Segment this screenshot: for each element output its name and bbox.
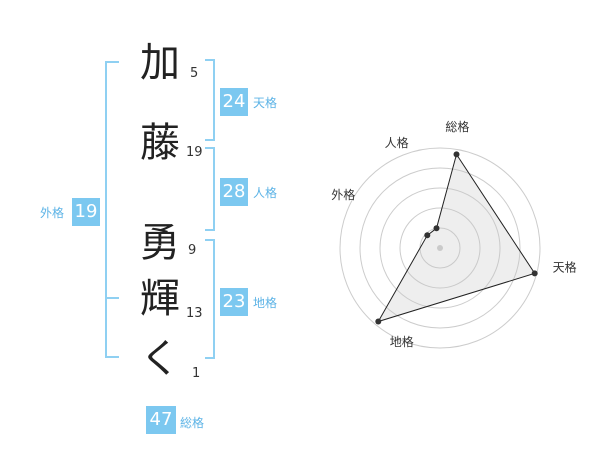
radar-axis-label: 人格 (385, 135, 409, 150)
radar-ring (339, 147, 541, 349)
soukaku-label: 総格 (180, 416, 205, 430)
radar-point (424, 232, 431, 239)
name-char-3: 勇 (140, 220, 180, 266)
radar-axis-label: 外格 (331, 187, 355, 202)
radar-center (437, 245, 443, 251)
gaikaku-label: 外格 (40, 206, 65, 220)
radar-area (377, 153, 536, 323)
radar-point (453, 151, 460, 158)
stroke-count-3: 9 (188, 243, 197, 258)
gaikaku-value: 19 (72, 198, 100, 226)
radar-point (433, 225, 440, 232)
tenkaku-label: 天格 (253, 96, 278, 110)
radar-axis-label: 地格 (390, 334, 414, 349)
jinkaku-label: 人格 (253, 186, 278, 200)
radar-point (531, 270, 538, 277)
name-char-5: く (140, 336, 180, 382)
gaikaku-bracket (105, 61, 119, 358)
name-char-4: 輝 (140, 276, 180, 322)
tenkaku-bracket (205, 59, 215, 141)
radar-point (375, 318, 382, 325)
name-char-1: 加 (140, 40, 180, 86)
chikaku-value: 23 (220, 288, 248, 316)
radar-ring (359, 167, 521, 329)
radar-ring (379, 187, 501, 309)
jinkaku-value: 28 (220, 178, 248, 206)
jinkaku-bracket (205, 147, 215, 231)
stroke-count-1: 5 (190, 66, 199, 81)
chikaku-bracket (205, 239, 215, 359)
stroke-count-5: 1 (192, 366, 201, 381)
soukaku-value: 47 (146, 406, 176, 434)
radar-axis-label: 天格 (553, 259, 577, 274)
chikaku-label: 地格 (253, 296, 278, 310)
radar-ring (399, 207, 481, 289)
radar-axis-label: 総格 (445, 119, 469, 134)
name-char-2: 藤 (140, 120, 180, 166)
stroke-count-4: 13 (186, 306, 203, 321)
stroke-count-2: 19 (186, 145, 203, 160)
tenkaku-value: 24 (220, 88, 248, 116)
